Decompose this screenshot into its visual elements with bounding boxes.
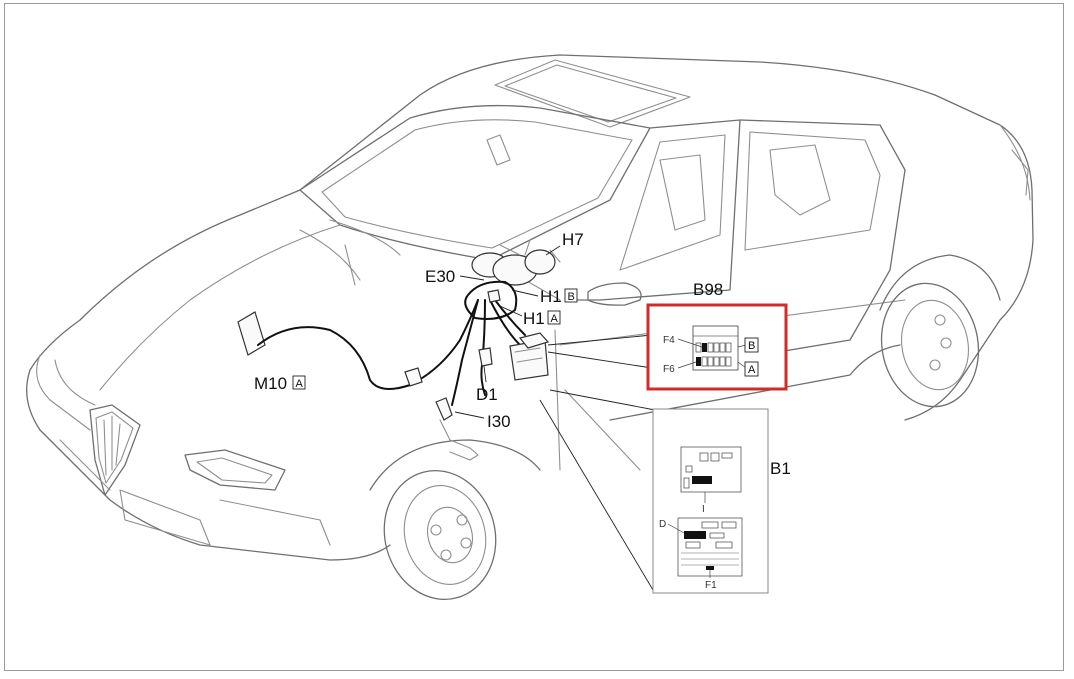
- b1-detail-panel: I D F1: [652, 408, 769, 594]
- label-b1: B1: [770, 459, 791, 478]
- b1-f1-label: F1: [705, 580, 717, 591]
- b98-tag-b: B: [748, 340, 755, 352]
- label-i30: I30: [487, 412, 511, 431]
- label-e30: E30: [425, 267, 455, 286]
- d1-connector: [478, 347, 493, 367]
- b98-detail-panel: F4 F6 B A: [646, 303, 788, 391]
- b98-f6-label: F6: [663, 364, 675, 375]
- b1-d-label: D: [659, 519, 666, 530]
- b98-tag-a: A: [748, 364, 756, 376]
- diagram-frame: [4, 3, 1064, 671]
- wiring-harness: [237, 239, 656, 591]
- car-body-outline: [26, 54, 1034, 601]
- label-h1-b: H1: [540, 287, 562, 306]
- label-h7: H7: [562, 230, 584, 249]
- m10-module: [237, 311, 266, 356]
- label-h1-a: H1: [523, 309, 545, 328]
- label-leaders: [454, 245, 561, 419]
- label-m10: M10: [254, 374, 287, 393]
- label-b98: B98: [693, 280, 723, 299]
- tag-m10: A: [296, 378, 304, 390]
- tag-h1-a: A: [551, 313, 559, 325]
- label-d1: D1: [476, 385, 498, 404]
- b98-f4-label: F4: [663, 335, 675, 346]
- tag-h1-b: B: [568, 291, 575, 303]
- b1-i-label: I: [702, 504, 705, 515]
